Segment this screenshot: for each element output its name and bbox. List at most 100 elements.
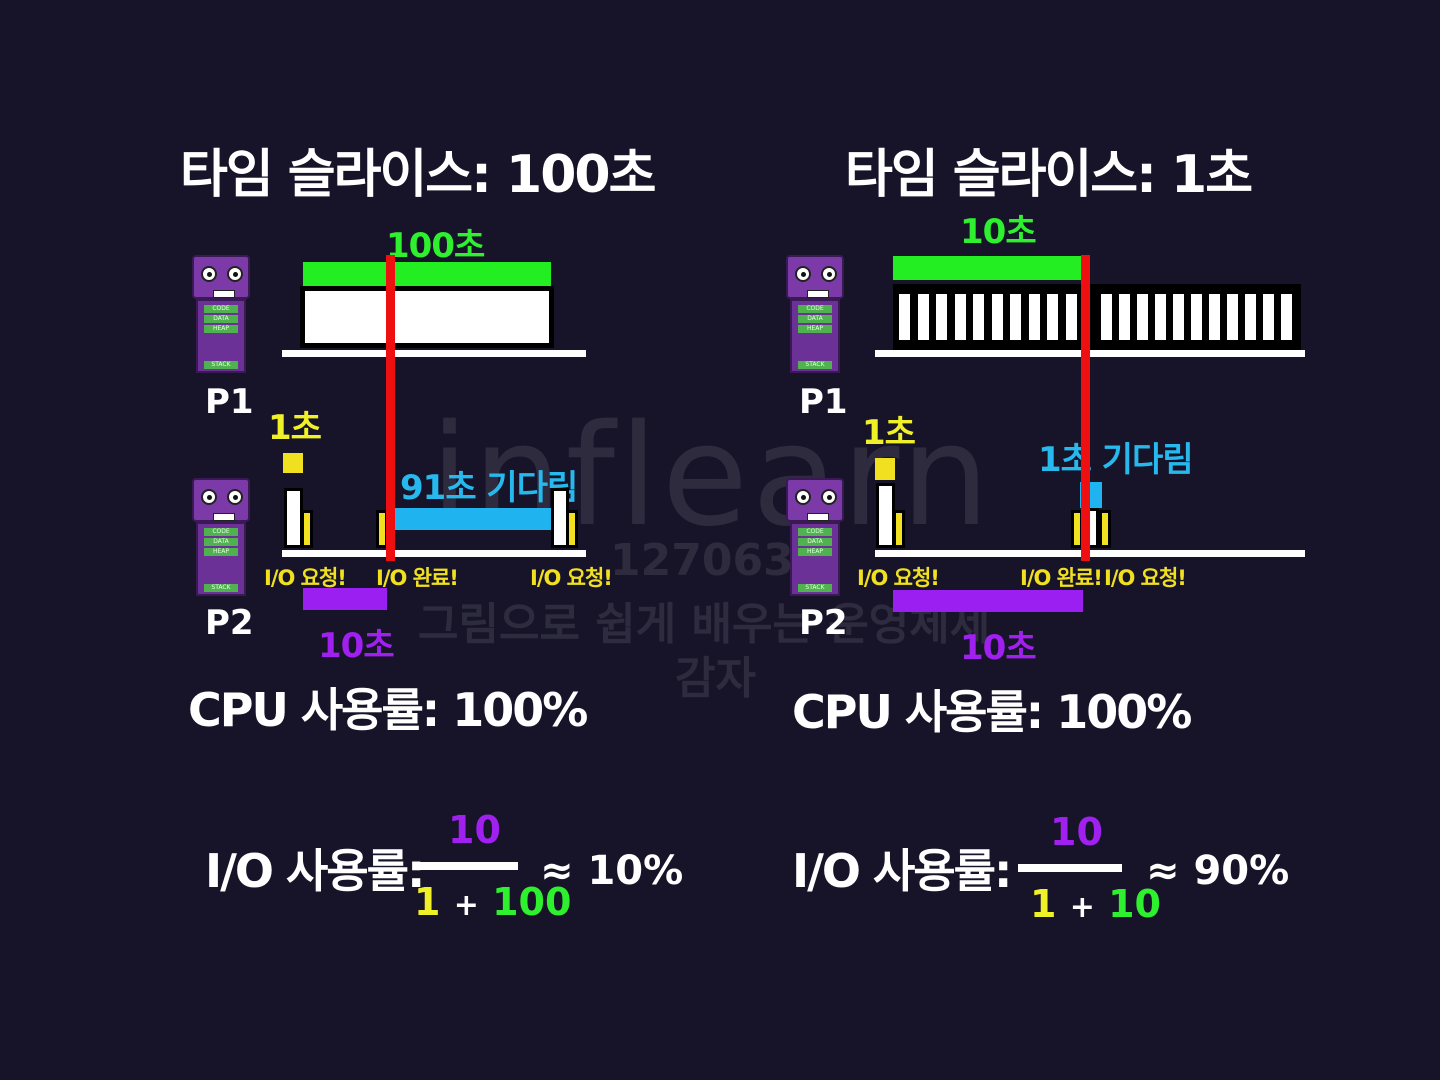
code-segment: CODE xyxy=(204,305,238,313)
time-slice-stripe xyxy=(1263,294,1274,340)
heap-segment: HEAP xyxy=(204,325,238,333)
data-segment: DATA xyxy=(798,538,832,546)
time-slice-stripe xyxy=(1119,294,1130,340)
left-io-time-label: 1초 xyxy=(268,408,322,448)
right-frac-den-b: 10 xyxy=(1108,882,1161,926)
left-io-request-label: I/O 요청! xyxy=(264,566,347,590)
heap-segment: HEAP xyxy=(798,325,832,333)
left-p2-process-icon: CODE DATA HEAP STACK xyxy=(192,478,250,596)
left-wait-bar xyxy=(386,508,568,530)
right-p2-io-strip xyxy=(893,510,905,548)
left-frac-den-b: 100 xyxy=(492,880,572,924)
watermark-id: 1270633 xyxy=(610,535,825,586)
right-approx-value: ≈ 90% xyxy=(1146,848,1290,894)
left-approx-value: ≈ 10% xyxy=(540,848,684,894)
left-p2-label: P2 xyxy=(205,603,254,643)
code-segment: CODE xyxy=(798,305,832,313)
left-frac-line xyxy=(414,862,518,870)
right-io-duration-bar xyxy=(893,590,1083,612)
right-frac-line xyxy=(1018,864,1122,872)
left-p1-label: P1 xyxy=(205,382,254,422)
heap-segment: HEAP xyxy=(798,548,832,556)
time-slice-stripe xyxy=(917,294,929,340)
right-wait-label: 1초 기다림 xyxy=(1038,440,1194,480)
stack-segment: STACK xyxy=(798,584,832,592)
right-io-request-label: I/O 요청! xyxy=(857,566,940,590)
right-io-complete-label: I/O 완료! xyxy=(1020,566,1103,590)
time-slice-stripe xyxy=(936,294,947,340)
right-frac-plus: + xyxy=(1069,890,1095,925)
time-slice-stripe xyxy=(1028,294,1040,340)
right-io-duration-label: 10초 xyxy=(960,628,1037,668)
left-frac-plus: + xyxy=(453,888,479,923)
left-cpu-usage: CPU 사용률: 100% xyxy=(188,683,588,737)
time-slice-stripe xyxy=(1155,294,1166,340)
left-io-duration-label: 10초 xyxy=(318,626,395,666)
right-title: 타임 슬라이스: 1초 xyxy=(845,145,1253,205)
right-frac-den-a: 1 xyxy=(1030,882,1057,926)
time-slice-stripe xyxy=(954,294,966,340)
time-slice-stripe xyxy=(973,294,984,340)
right-frac-denominator: 1 + 10 xyxy=(1030,882,1161,926)
left-io-complete-label: I/O 완료! xyxy=(376,566,459,590)
left-title: 타임 슬라이스: 100초 xyxy=(180,145,656,205)
right-time-marker xyxy=(1081,255,1090,561)
left-io-request-label-2: I/O 요청! xyxy=(530,566,613,590)
right-frac-numerator: 10 xyxy=(1050,810,1103,854)
left-p1-cpu-box xyxy=(300,286,554,348)
time-slice-stripe xyxy=(1209,294,1220,340)
right-io-usage-label: I/O 사용률: xyxy=(792,844,1012,898)
heap-segment: HEAP xyxy=(204,548,238,556)
right-burst-label: 10초 xyxy=(960,212,1037,252)
right-p1-time-slices xyxy=(893,284,1301,350)
watermark-author: 감자 xyxy=(675,653,756,704)
stack-segment: STACK xyxy=(204,361,238,369)
left-io-time-square xyxy=(283,453,303,473)
left-p2-io-strip-3 xyxy=(566,510,578,548)
right-p1-label: P1 xyxy=(799,382,848,422)
time-slice-stripe xyxy=(1173,294,1184,340)
right-p2-axis xyxy=(875,550,1305,557)
left-burst-label: 100초 xyxy=(386,226,485,266)
time-slice-stripe xyxy=(1245,294,1256,340)
stack-segment: STACK xyxy=(798,361,832,369)
left-p1-axis xyxy=(282,350,586,357)
data-segment: DATA xyxy=(204,538,238,546)
time-slice-stripe xyxy=(1227,294,1238,340)
left-io-usage-label: I/O 사용률: xyxy=(205,844,425,898)
right-p1-process-icon: CODE DATA HEAP STACK xyxy=(786,255,844,373)
right-cpu-burst-bar xyxy=(893,256,1085,280)
time-slice-stripe xyxy=(1191,294,1202,340)
data-segment: DATA xyxy=(204,315,238,323)
right-p2-io-strip-3 xyxy=(1099,510,1111,548)
left-p1-process-icon: CODE DATA HEAP STACK xyxy=(192,255,250,373)
left-p2-axis xyxy=(282,550,586,557)
data-segment: DATA xyxy=(798,315,832,323)
right-io-time-square xyxy=(875,458,895,480)
time-slice-stripe xyxy=(1065,294,1077,340)
code-segment: CODE xyxy=(204,528,238,536)
left-frac-denominator: 1 + 100 xyxy=(414,880,571,924)
time-slice-stripe xyxy=(1281,294,1292,340)
time-slice-stripe xyxy=(1101,294,1112,340)
code-segment: CODE xyxy=(798,528,832,536)
right-cpu-usage: CPU 사용률: 100% xyxy=(792,685,1192,739)
left-wait-label: 91초 기다림 xyxy=(400,468,578,508)
time-slice-stripe xyxy=(1047,294,1058,340)
right-io-time-label: 1초 xyxy=(862,413,916,453)
right-p2-label: P2 xyxy=(799,603,848,643)
time-slice-stripe xyxy=(1137,294,1148,340)
left-cpu-burst-bar xyxy=(303,262,551,286)
time-slice-stripe xyxy=(1010,294,1021,340)
time-slice-stripe xyxy=(991,294,1003,340)
left-frac-numerator: 10 xyxy=(448,808,501,852)
left-frac-den-a: 1 xyxy=(414,880,441,924)
right-p1-axis xyxy=(875,350,1305,357)
right-p2-process-icon: CODE DATA HEAP STACK xyxy=(786,478,844,596)
left-p2-io-strip xyxy=(301,510,313,548)
left-time-marker xyxy=(386,255,395,561)
left-io-duration-bar xyxy=(303,588,387,610)
stack-segment: STACK xyxy=(204,584,238,592)
time-slice-stripe xyxy=(899,294,910,340)
right-io-request-label-2: I/O 요청! xyxy=(1104,566,1187,590)
